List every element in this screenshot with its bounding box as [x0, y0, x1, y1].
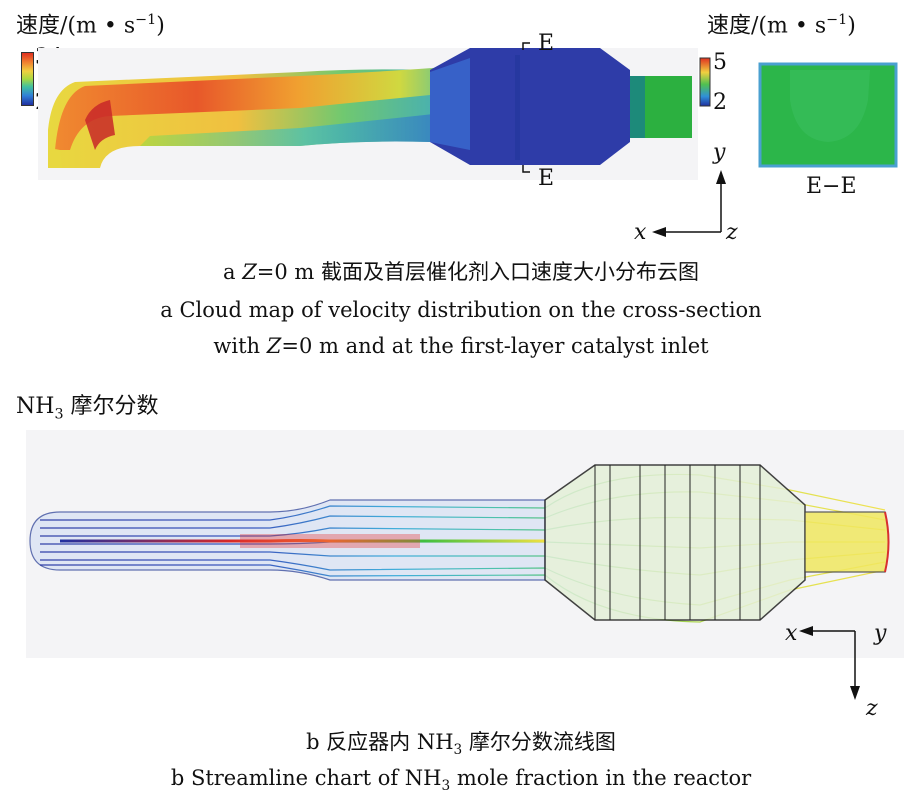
axis-x-arrow — [799, 626, 813, 636]
section-mark-bottom: E — [538, 166, 555, 191]
panel-b-caption-cn: b 反应器内 NH3 摩尔分数流线图 — [306, 730, 616, 759]
panel-b-axis-y-label: y — [874, 621, 887, 646]
section-mark-top: E — [538, 31, 555, 56]
panel-b-axis-x-label: x — [785, 621, 798, 646]
reactor-body — [430, 48, 630, 165]
axis-z-arrow — [850, 686, 860, 700]
axis-z-label: z — [726, 220, 738, 245]
inset-colorbar — [699, 57, 711, 107]
axis-y-label: y — [713, 140, 726, 165]
panel-a-caption-cn: a Z=0 m 截面及首层催化剂入口速度大小分布云图 — [222, 260, 699, 284]
panel-a-colorbar — [21, 52, 34, 106]
catalyst-layer-lines — [594, 465, 761, 620]
inset-colorbar-title: 速度/(m • s−1) — [707, 12, 856, 39]
reactor-inlet-cone — [430, 58, 470, 150]
outlet-edge — [884, 511, 890, 573]
pipe-high-velocity-core — [55, 66, 460, 150]
ammonia-injection-zone — [240, 534, 420, 548]
panel-b-axis-z-label: z — [866, 696, 878, 721]
axis-x-arrow — [652, 227, 666, 237]
elbow-hot-spot — [85, 100, 115, 150]
inset-colorbar-max: 5 — [713, 50, 727, 75]
outlet-pipe — [804, 511, 890, 573]
panel-a-caption-en-1: a Cloud map of velocity distribution on … — [160, 298, 762, 322]
pipe-lower-band — [140, 110, 470, 150]
panel-a-caption-en-2: with Z=0 m and at the first-layer cataly… — [213, 334, 709, 358]
reactor-outline — [544, 464, 806, 621]
panel-a-colorbar-title: 速度/(m • s−1) — [16, 12, 165, 39]
panel-b-title: NH3 摩尔分数 — [16, 394, 159, 423]
section-mark-bottom-bracket — [522, 165, 530, 173]
axis-x-label: x — [634, 220, 647, 245]
panel-b-caption-en: b Streamline chart of NH3 mole fraction … — [170, 766, 752, 795]
catalyst-layer-line — [515, 55, 520, 160]
inset-core-region — [790, 70, 870, 142]
ammonia-core-streamline — [60, 539, 545, 543]
outlet-transition — [630, 76, 645, 138]
inset-label: E−E — [806, 174, 857, 199]
section-mark-top-bracket — [522, 42, 530, 50]
panel-b-streamline-chart — [26, 430, 904, 700]
inset-colorbar-min: 2 — [713, 90, 727, 115]
elbow-outlet — [48, 149, 62, 168]
axis-y-arrow — [716, 170, 726, 184]
panel-a-velocity-map — [38, 42, 898, 237]
